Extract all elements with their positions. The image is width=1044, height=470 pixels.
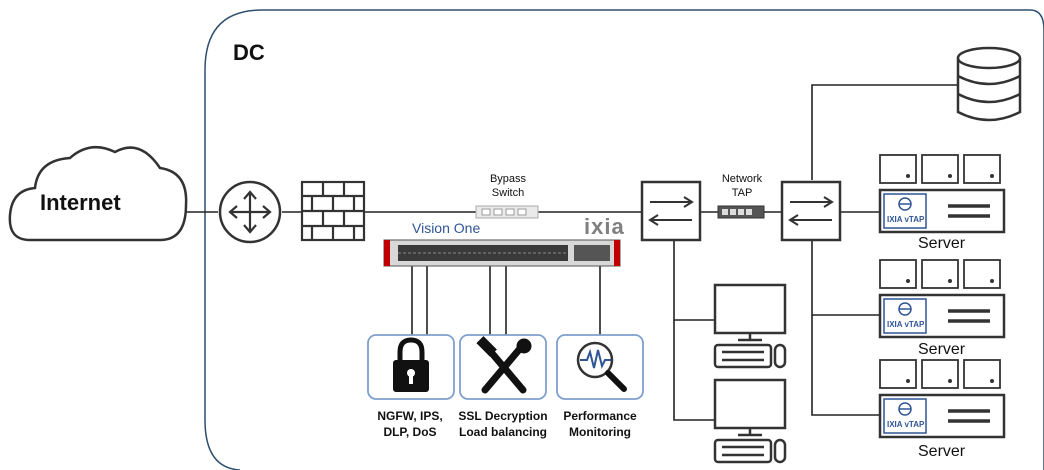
tool-monitoring-box <box>556 334 644 400</box>
packet-broker-device <box>383 239 621 267</box>
server-2-icon <box>878 259 1006 339</box>
server-3-icon <box>878 359 1006 439</box>
internet-label: Internet <box>40 190 121 215</box>
monitoring-icon <box>576 341 627 392</box>
tools-icon <box>476 336 532 394</box>
workstation-1-icon <box>713 283 787 369</box>
tool-ssl-box <box>459 334 547 400</box>
core-switch-left-icon <box>640 180 702 242</box>
tool-security-label: NGFW, IPS, DLP, DoS <box>377 409 443 439</box>
bypass-switch-label: Bypass Switch <box>489 173 527 199</box>
database-icon <box>956 46 1022 122</box>
server-1-icon <box>878 154 1006 234</box>
tool-security-box <box>367 334 455 400</box>
tool-ssl-label: SSL Decryption Load balancing <box>458 409 548 439</box>
server-label-1: Server <box>918 235 966 252</box>
ixia-brand-label: ixia <box>584 214 625 239</box>
network-tap-label: Network TAP <box>721 173 763 199</box>
firewall-icon <box>300 180 366 242</box>
server-label-3: Server <box>918 443 966 460</box>
vtap-label-1: IXIA vTAP <box>887 215 925 224</box>
vtap-label-3: IXIA vTAP <box>887 420 925 429</box>
workstation-2-icon <box>713 378 787 464</box>
internet-cloud-icon <box>8 145 188 242</box>
core-switch-right-icon <box>780 180 842 242</box>
server-label-2: Server <box>918 341 966 358</box>
vtap-label-2: IXIA vTAP <box>887 320 925 329</box>
vision-one-label: Vision One <box>412 220 481 236</box>
bypass-switch-device <box>475 205 539 219</box>
router-icon <box>218 180 282 244</box>
dc-label: DC <box>233 40 265 65</box>
network-tap-device <box>717 205 765 219</box>
lock-icon <box>393 337 429 392</box>
tool-monitoring-label: Performance Monitoring <box>563 409 637 439</box>
